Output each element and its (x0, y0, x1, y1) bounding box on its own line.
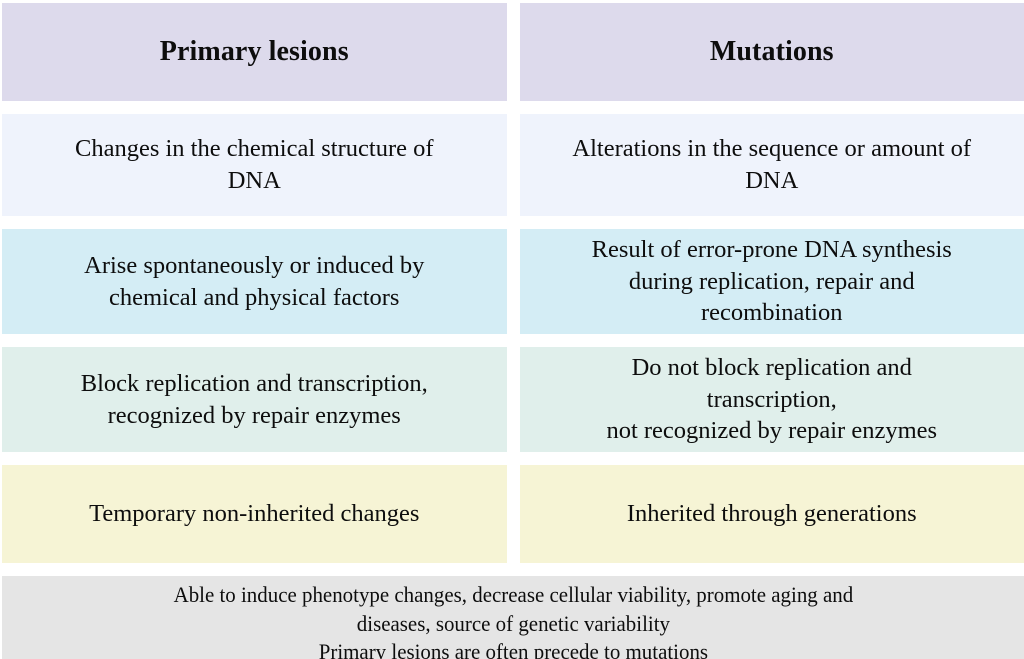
text-line: Arise spontaneously or induced by (84, 251, 425, 279)
text-line: Able to induce phenotype changes, decrea… (173, 582, 853, 608)
text-line: DNA (227, 167, 281, 194)
text-line: recombination (700, 299, 843, 327)
cell-text: Temporary non-inherited changes (89, 498, 419, 530)
column-header-primary-lesions: Primary lesions (2, 3, 507, 101)
cell-replication-effect-primary-lesions: Block replication and transcription, rec… (2, 347, 507, 452)
text-line: not recognized by repair enzymes (606, 417, 938, 445)
text-line: Alterations in the sequence or amount of (572, 135, 972, 163)
text-line: during replication, repair and (628, 267, 915, 295)
cell-text: Block replication and transcription, rec… (81, 368, 428, 432)
cell-definition-primary-lesions: Changes in the chemical structure of DNA (2, 114, 507, 216)
text-line: Do not block replication and (631, 353, 912, 381)
column-header-mutations-label: Mutations (709, 35, 834, 67)
table-row-definition: Changes in the chemical structure of DNA… (2, 114, 1024, 216)
cell-heritability-mutations: Inherited through generations (519, 465, 1024, 563)
cell-replication-effect-mutations: Do not block replication and transcripti… (519, 347, 1024, 452)
cell-origin-mutations: Result of error-prone DNA synthesis duri… (519, 229, 1024, 334)
cell-text: Alterations in the sequence or amount of… (572, 133, 971, 197)
cell-text: Result of error-prone DNA synthesis duri… (592, 234, 952, 330)
cell-shared-consequences: Able to induce phenotype changes, decrea… (2, 576, 1024, 659)
cell-text: Arise spontaneously or induced by chemic… (84, 250, 424, 314)
text-line: recognized by repair enzymes (107, 401, 401, 429)
column-header-mutations: Mutations (519, 3, 1024, 101)
table-row-origin: Arise spontaneously or induced by chemic… (2, 229, 1024, 334)
table-row-replication-effect: Block replication and transcription, rec… (2, 347, 1024, 452)
cell-origin-primary-lesions: Arise spontaneously or induced by chemic… (2, 229, 507, 334)
table-row-heritability: Temporary non-inherited changes Inherite… (2, 465, 1024, 563)
text-line: transcription, (706, 385, 837, 413)
text-line: DNA (745, 167, 799, 194)
cell-text: Able to induce phenotype changes, decrea… (173, 581, 853, 659)
text-line: Result of error-prone DNA synthesis (591, 235, 952, 263)
column-header-primary-lesions-label: Primary lesions (159, 35, 349, 67)
text-line: Primary lesions are often precede to mut… (318, 639, 708, 659)
cell-text: Do not block replication and transcripti… (606, 352, 937, 448)
text-line: chemical and physical factors (109, 283, 400, 311)
cell-definition-mutations: Alterations in the sequence or amount of… (519, 114, 1024, 216)
table-footer-row: Able to induce phenotype changes, decrea… (2, 576, 1024, 659)
text-line: Block replication and transcription, (80, 369, 428, 397)
table-header-row: Primary lesions Mutations (2, 3, 1024, 101)
text-line: Temporary non-inherited changes (89, 500, 420, 528)
text-line: diseases, source of genetic variability (356, 610, 670, 636)
cell-text: Changes in the chemical structure of DNA (75, 133, 434, 197)
text-line: Changes in the chemical structure of (74, 135, 434, 163)
text-line: Inherited through generations (626, 500, 917, 528)
cell-heritability-primary-lesions: Temporary non-inherited changes (2, 465, 507, 563)
cell-text: Inherited through generations (627, 498, 917, 530)
